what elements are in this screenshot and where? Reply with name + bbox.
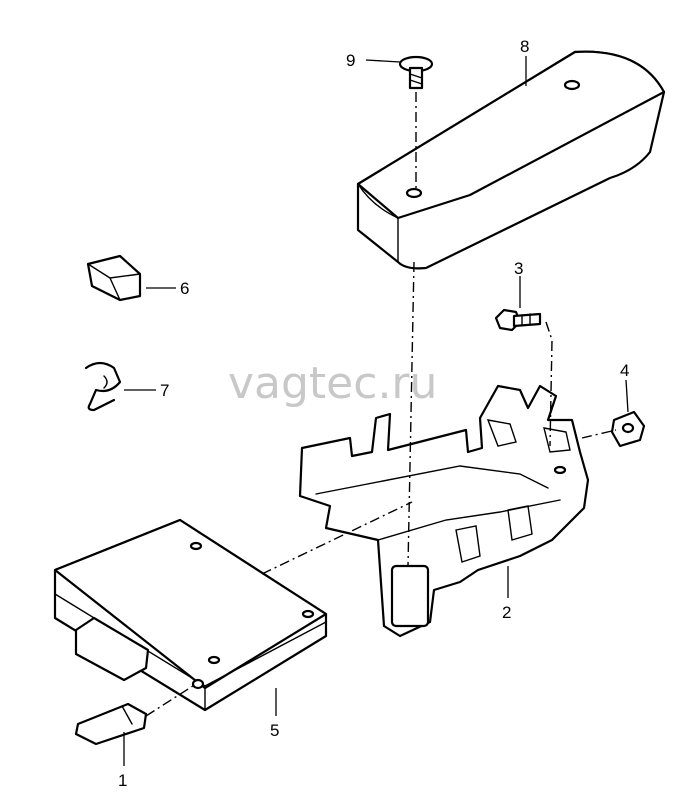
part-1-connector (74, 702, 148, 746)
part-9-screw (398, 55, 434, 90)
callout-9: 9 (346, 51, 355, 70)
part-2-bracket (298, 384, 590, 638)
callout-leaders (123, 56, 629, 766)
part-3-bolt (494, 308, 542, 332)
callout-8: 8 (520, 37, 529, 56)
callout-4: 4 (620, 361, 629, 380)
part-5-control-unit (53, 518, 328, 712)
callout-2: 2 (502, 603, 511, 622)
part-7-cable-clip (84, 361, 122, 412)
assembly-axes (145, 92, 617, 717)
part-4-clip-nut (610, 410, 646, 448)
callout-5: 5 (270, 721, 279, 740)
watermark-text: vagtec.ru (228, 358, 437, 409)
part-6-clip (86, 254, 142, 302)
callout-3: 3 (514, 259, 523, 278)
part-8-cover (356, 50, 666, 270)
callout-1: 1 (118, 771, 127, 790)
callout-6: 6 (180, 279, 189, 298)
callout-7: 7 (160, 381, 169, 400)
